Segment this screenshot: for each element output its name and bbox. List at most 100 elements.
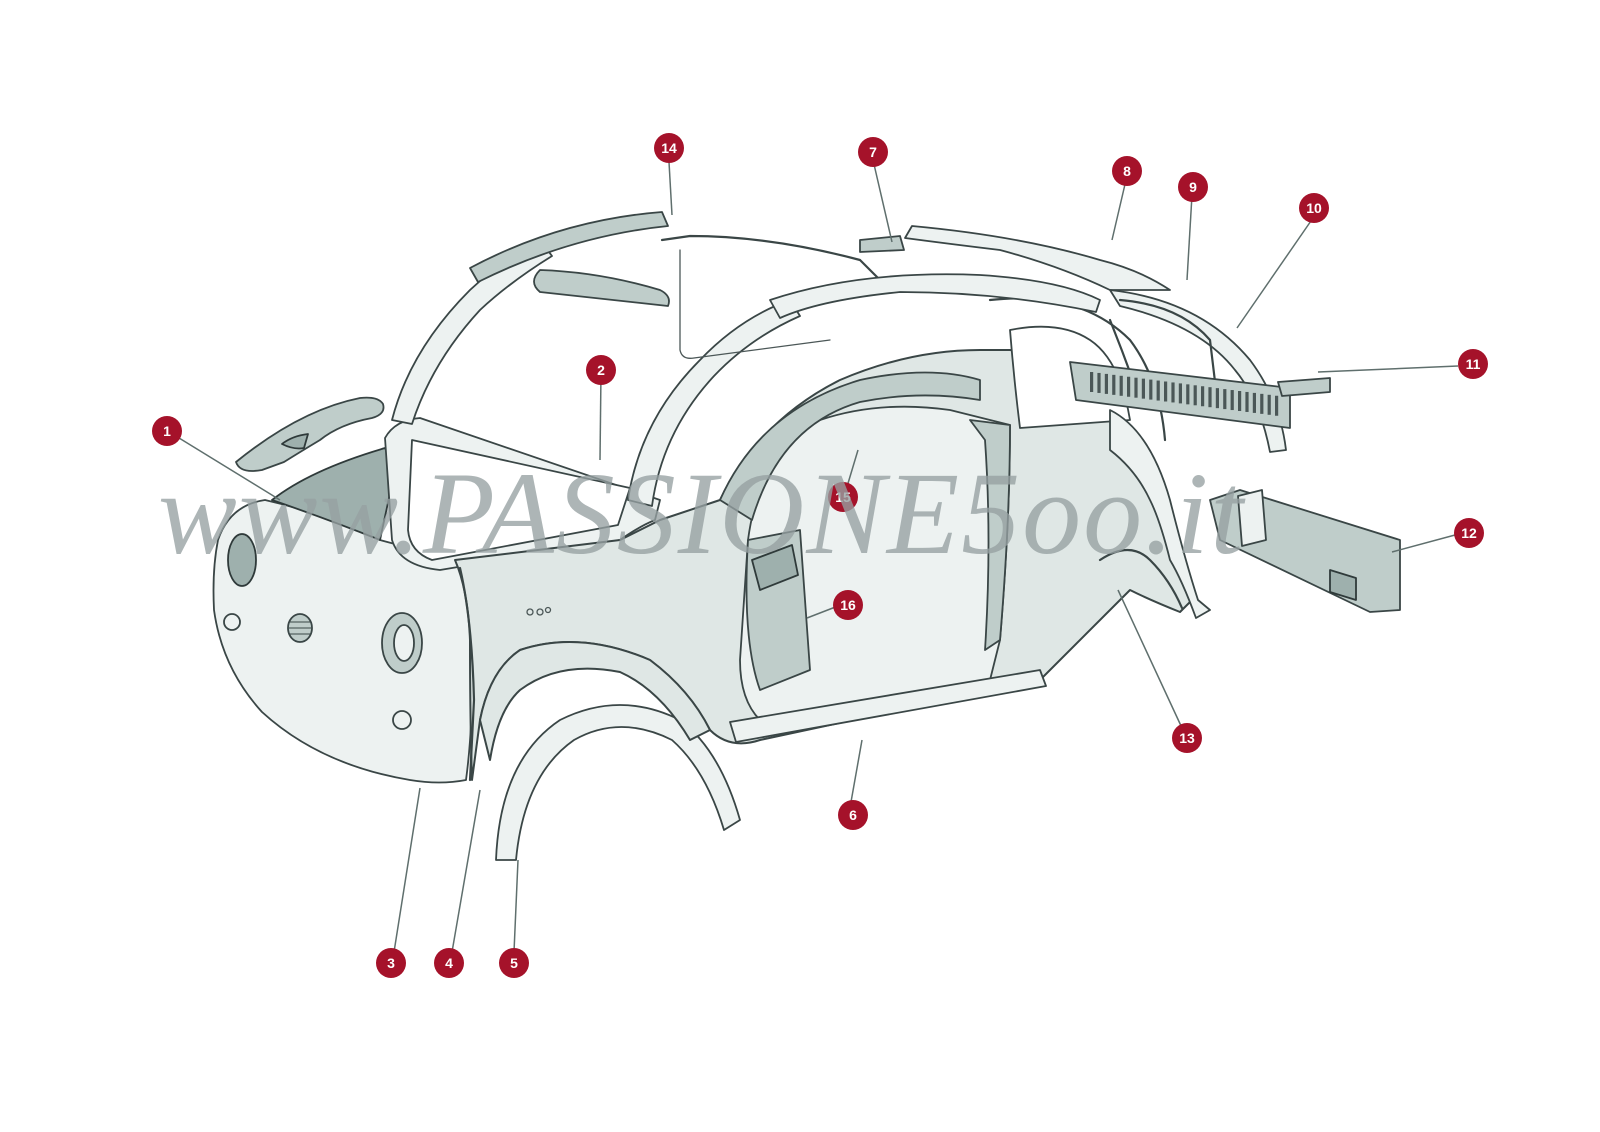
louvre-slot [1156, 380, 1160, 401]
leader-9 [1186, 194, 1193, 281]
callout-10[interactable]: 10 [1299, 193, 1329, 223]
louvre-slot [1134, 377, 1138, 398]
louvre-slot [1119, 375, 1123, 396]
rear-cross-member [1277, 377, 1331, 397]
rear-wing [1109, 409, 1211, 619]
leader-lines [165, 159, 1459, 953]
door-sill [729, 669, 1047, 743]
callout-6[interactable]: 6 [838, 800, 868, 830]
louvre-slot [1171, 382, 1175, 403]
callout-label-6: 6 [849, 807, 857, 823]
leader-4 [451, 789, 481, 953]
inner-wheel-arch [719, 371, 981, 521]
leader-2 [599, 371, 602, 461]
front-wheel-arch-inner [479, 641, 711, 761]
hood-lid-cutout [281, 433, 309, 450]
left-headlight-bucket [227, 533, 257, 587]
louvre-slot [1252, 392, 1256, 413]
leader-13 [1117, 589, 1183, 729]
car-body [212, 211, 1401, 861]
callout-7[interactable]: 7 [858, 137, 888, 167]
callout-1[interactable]: 1 [152, 416, 182, 446]
louvre-slot [1127, 376, 1131, 397]
louvre-slot [1208, 387, 1212, 408]
louvre-slot [1104, 373, 1108, 394]
callout-2[interactable]: 2 [586, 355, 616, 385]
callout-markers: 1 2 3 4 5 6 7 8 9 10 11 12 13 14 15 16 [152, 133, 1488, 978]
windscreen-header [533, 269, 670, 307]
callout-9[interactable]: 9 [1178, 172, 1208, 202]
callout-13[interactable]: 13 [1172, 723, 1202, 753]
cant-rail [769, 273, 1101, 319]
callout-11[interactable]: 11 [1458, 349, 1488, 379]
louvre-slot [1149, 379, 1153, 400]
louvre-slots [1090, 372, 1279, 416]
callout-14[interactable]: 14 [654, 133, 684, 163]
louvre-slot [1201, 386, 1205, 407]
louvre-slot [1193, 385, 1197, 406]
louvre-slot [1238, 391, 1242, 411]
leader-11 [1317, 365, 1459, 373]
leader-8 [1111, 179, 1127, 241]
louvre-slot [1223, 389, 1227, 410]
leader-5 [513, 859, 519, 953]
leader-1 [165, 429, 281, 501]
headlight-inner [393, 624, 415, 662]
left-indicator [223, 613, 241, 631]
callout-label-5: 5 [510, 955, 518, 971]
callout-3[interactable]: 3 [376, 948, 406, 978]
callout-label-4: 4 [445, 955, 453, 971]
front-wheel-arch-outer [495, 704, 741, 861]
callout-label-14: 14 [661, 140, 677, 156]
callout-5[interactable]: 5 [499, 948, 529, 978]
callout-8[interactable]: 8 [1112, 156, 1142, 186]
louvre-slot [1164, 381, 1168, 402]
callout-4[interactable]: 4 [434, 948, 464, 978]
callout-label-16: 16 [840, 597, 856, 613]
leader-6 [850, 739, 863, 803]
louvre-slot [1141, 378, 1145, 399]
louvre-slot [1267, 394, 1271, 415]
bumper-bracket-clamp [1237, 489, 1267, 547]
louvre-slot [1275, 395, 1279, 416]
callout-label-2: 2 [597, 362, 605, 378]
louvre-slot [1245, 391, 1249, 412]
callout-label-10: 10 [1306, 200, 1322, 216]
right-indicator [392, 710, 412, 730]
louvre-slot [1112, 374, 1116, 395]
louvre-slot [1090, 372, 1094, 392]
leader-12 [1391, 534, 1456, 553]
roof-front-rail [469, 211, 669, 283]
right-a-pillar [627, 299, 801, 507]
front-wing-edge [458, 566, 476, 782]
leader-7 [872, 159, 893, 243]
callout-12[interactable]: 12 [1454, 518, 1484, 548]
louvre-slot [1186, 384, 1190, 405]
callout-label-7: 7 [869, 144, 877, 160]
rear-window-frame [1109, 289, 1287, 453]
louvre-slot [1215, 388, 1219, 409]
callout-label-11: 11 [1466, 356, 1481, 372]
rear-wheel-arch-edge [1098, 548, 1184, 610]
callout-16[interactable]: 16 [833, 590, 863, 620]
leader-10 [1236, 217, 1314, 329]
leader-3 [393, 787, 421, 953]
callout-15[interactable]: 15 [828, 482, 858, 512]
callout-label-9: 9 [1189, 179, 1197, 195]
front-hood-lid [235, 396, 385, 472]
callout-label-1: 1 [163, 423, 171, 439]
bumper-bracket-slot [1329, 569, 1357, 601]
leader-14 [668, 161, 673, 216]
door-pillar-b [969, 419, 1011, 651]
callout-label-12: 12 [1461, 525, 1477, 541]
callout-label-15: 15 [835, 489, 851, 505]
roof-frame-front [859, 235, 905, 253]
louvre-slot [1097, 372, 1101, 393]
roof-rear-panel [904, 225, 1171, 291]
callout-label-3: 3 [387, 955, 395, 971]
leader-16 [806, 605, 839, 619]
louvre-slot [1260, 393, 1264, 414]
windscreen-opening [407, 439, 631, 561]
callout-label-8: 8 [1123, 163, 1131, 179]
